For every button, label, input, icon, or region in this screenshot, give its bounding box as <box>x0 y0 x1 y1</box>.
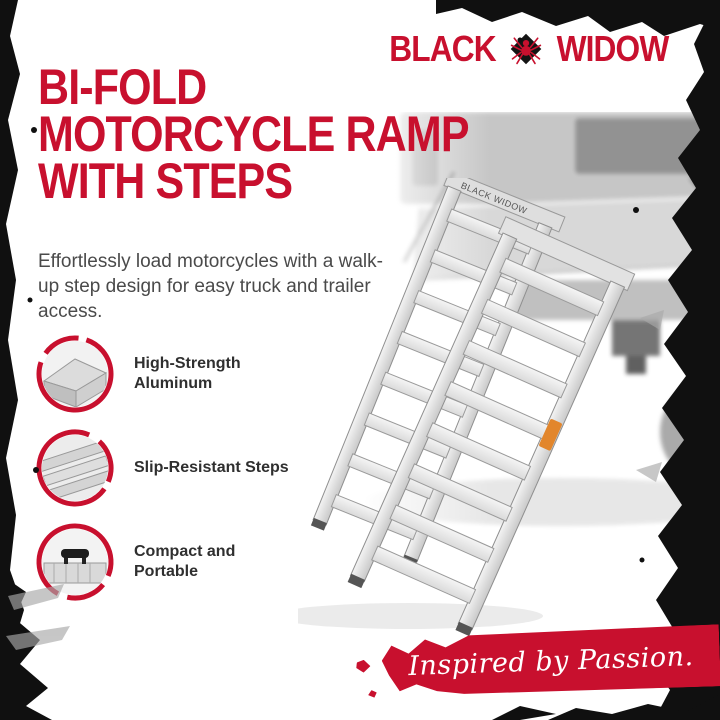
warning-sticker <box>539 419 562 451</box>
headline-line-3: WITH STEPS <box>38 153 293 209</box>
headline: BI-FOLD MOTORCYCLE RAMP WITH STEPS <box>38 59 539 209</box>
feature-item-steps: Slip-Resistant Steps <box>34 428 294 508</box>
product-description: Effortlessly load motorcycles with a wal… <box>38 251 383 322</box>
feature-label: High-Strength Aluminum <box>134 355 241 392</box>
feature-list: High-Strength Aluminum Slip-Resistant St… <box>34 334 294 602</box>
bifold-ramp-product-image: BLACK WIDOW <box>298 178 636 637</box>
folded-ramp-with-handle-thumbnail <box>36 523 114 601</box>
feature-item-portable: Compact and Portable <box>34 522 294 602</box>
ramp-steps-thumbnail <box>36 429 115 507</box>
ramp-front-step-section <box>347 216 636 637</box>
aluminum-corner-thumbnail <box>36 335 114 413</box>
headline-line-2: MOTORCYCLE RAMP <box>38 106 470 162</box>
brand-word-widow: WIDOW <box>556 28 670 69</box>
feature-label: Slip-Resistant Steps <box>134 459 289 476</box>
feature-label: Compact and Portable <box>134 543 236 580</box>
headline-line-1: BI-FOLD <box>38 59 207 115</box>
spider-icon <box>510 33 542 65</box>
paint-speck <box>354 658 371 674</box>
tagline-text: Inspired by Passion. <box>407 640 695 682</box>
paint-speck <box>367 689 378 699</box>
feature-item-aluminum: High-Strength Aluminum <box>34 334 294 414</box>
